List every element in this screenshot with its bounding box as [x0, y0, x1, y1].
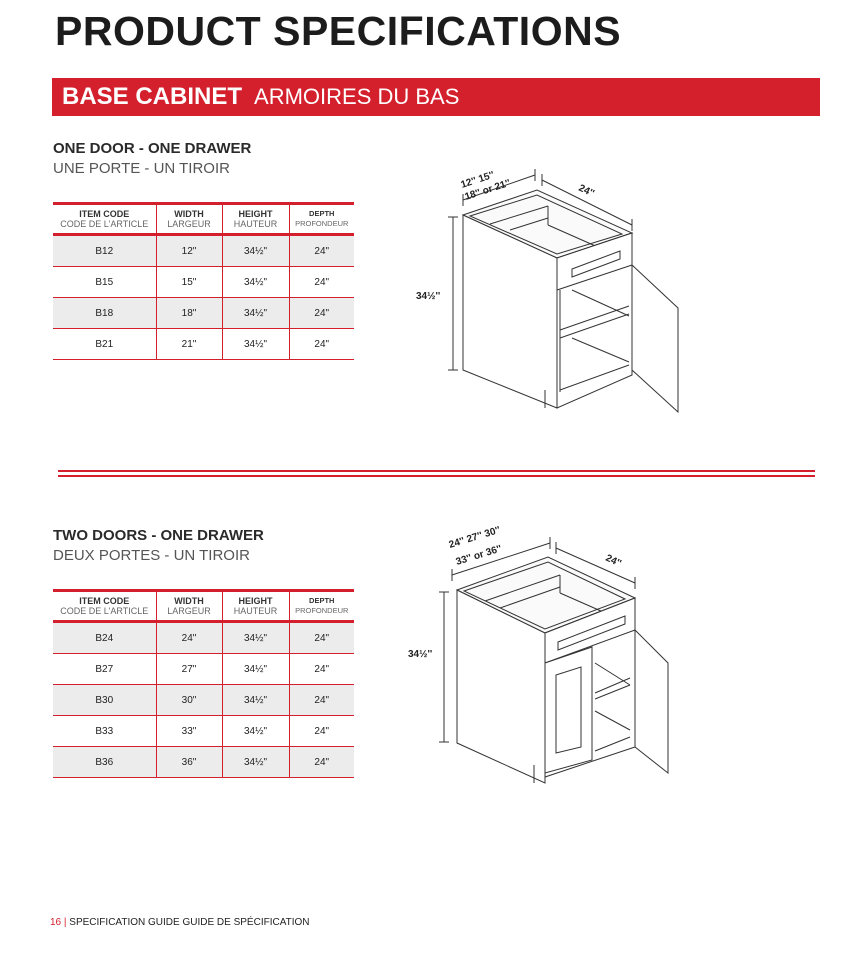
item-code-cell: B27 — [53, 653, 157, 685]
column-header-en: DEPTH — [309, 209, 335, 218]
section-heading-fr: UNE PORTE - UN TIROIR — [53, 160, 230, 177]
section-divider — [58, 475, 815, 477]
banner-title-en: BASE CABINET — [62, 83, 243, 110]
depth-cell: 24" — [289, 328, 354, 360]
column-header-en: WIDTH — [174, 596, 204, 606]
width-cell: 30" — [156, 684, 223, 716]
item-code-cell: B18 — [53, 297, 157, 329]
column-header-en: WIDTH — [174, 209, 204, 219]
column-header-fr: PROFONDEUR — [295, 606, 349, 615]
page-footer: 16 | SPECIFICATION GUIDE GUIDE DE SPÉCIF… — [50, 917, 310, 928]
column-header-fr: LARGEUR — [167, 219, 211, 229]
column-header-fr: CODE DE L'ARTICLE — [60, 606, 149, 616]
item-code-cell: B24 — [53, 621, 157, 654]
section-heading-en: ONE DOOR - ONE DRAWER — [53, 140, 252, 157]
width-cell: 21" — [156, 328, 223, 360]
height-cell: 34½" — [222, 234, 290, 267]
depth-cell: 24" — [289, 266, 354, 298]
section-divider — [58, 470, 815, 472]
height-label: 34½'' — [408, 649, 432, 660]
page-title: PRODUCT SPECIFICATIONS — [55, 8, 622, 54]
banner-title-fr: ARMOIRES DU BAS — [254, 84, 460, 109]
item-code-cell: B33 — [53, 715, 157, 747]
height-label: 34½'' — [416, 291, 440, 302]
footer-separator: | — [63, 917, 67, 928]
column-header-en: ITEM CODE — [79, 209, 130, 219]
one-door-cabinet-drawing: 12'' 15'' 18'' or 21'' 24'' 34½'' — [416, 169, 679, 414]
height-cell: 34½" — [222, 297, 290, 329]
depth-cell: 24" — [289, 715, 354, 747]
column-header-en: HEIGHT — [238, 596, 273, 606]
column-header-fr: CODE DE L'ARTICLE — [60, 219, 149, 229]
depth-cell: 24" — [289, 297, 354, 329]
height-cell: 34½" — [222, 746, 290, 778]
depth-label: 24'' — [577, 183, 596, 200]
item-code-cell: B15 — [53, 266, 157, 298]
footer-guide-en: SPECIFICATION GUIDE — [69, 917, 180, 928]
depth-cell: 24" — [289, 684, 354, 716]
width-cell: 18" — [156, 297, 223, 329]
width-cell: 24" — [156, 621, 223, 654]
depth-cell: 24" — [289, 653, 354, 685]
depth-label: 24'' — [604, 553, 623, 570]
depth-cell: 24" — [289, 746, 354, 778]
column-header-en: DEPTH — [309, 596, 335, 605]
footer-guide-fr: GUIDE DE SPÉCIFICATION — [182, 917, 310, 928]
two-doors-cabinet-drawing: 24'' 27'' 30'' 33'' or 36'' 24'' 34½'' — [408, 525, 669, 784]
section-banner: BASE CABINET ARMOIRES DU BAS — [52, 78, 820, 116]
width-cell: 36" — [156, 746, 223, 778]
depth-cell: 24" — [289, 234, 354, 267]
height-cell: 34½" — [222, 621, 290, 654]
width-cell: 12" — [156, 234, 223, 267]
column-header-fr: LARGEUR — [167, 606, 211, 616]
column-header-fr: HAUTEUR — [233, 606, 278, 616]
page-number: 16 — [50, 917, 62, 928]
height-cell: 34½" — [222, 653, 290, 685]
item-code-cell: B12 — [53, 234, 157, 267]
item-code-cell: B30 — [53, 684, 157, 716]
width-cell: 33" — [156, 715, 223, 747]
item-code-cell: B36 — [53, 746, 157, 778]
height-cell: 34½" — [222, 328, 290, 360]
height-cell: 34½" — [222, 684, 290, 716]
section-heading-fr: DEUX PORTES - UN TIROIR — [53, 547, 250, 564]
depth-cell: 24" — [289, 621, 354, 654]
column-header-fr: PROFONDEUR — [295, 219, 349, 228]
width-cell: 15" — [156, 266, 223, 298]
column-header-fr: HAUTEUR — [233, 219, 278, 229]
height-cell: 34½" — [222, 266, 290, 298]
height-cell: 34½" — [222, 715, 290, 747]
column-header-en: HEIGHT — [238, 209, 273, 219]
item-code-cell: B21 — [53, 328, 157, 360]
section-heading-en: TWO DOORS - ONE DRAWER — [53, 527, 264, 544]
width-cell: 27" — [156, 653, 223, 685]
column-header-en: ITEM CODE — [79, 596, 130, 606]
